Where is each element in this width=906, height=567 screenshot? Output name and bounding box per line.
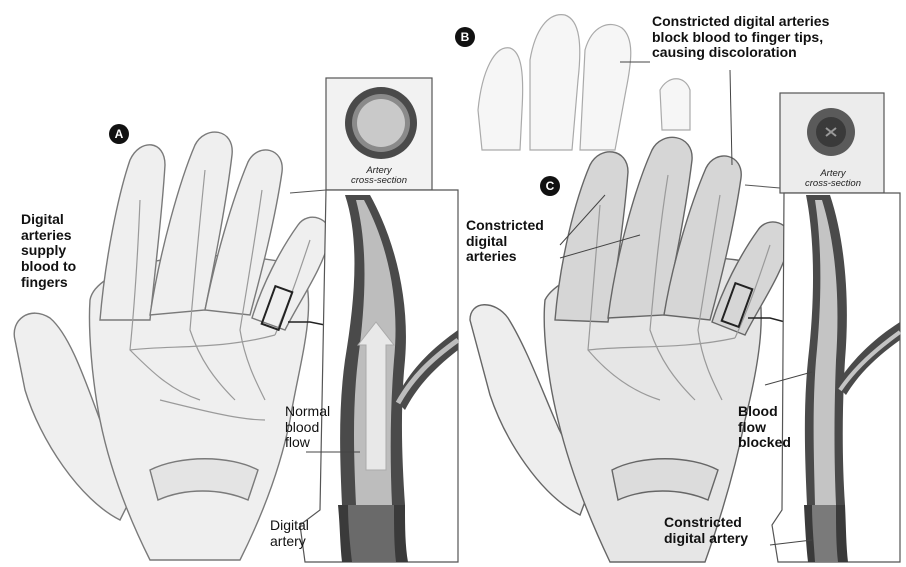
label-digital-arteries-supply: Digital arteries supply blood to fingers [21,212,76,290]
label-constricted-digital-arteries: Constricted digital arteries [466,218,544,265]
label-digital-artery: Digital artery [270,518,309,549]
label-constricted-digital-artery: Constricted digital artery [664,515,748,546]
label-blood-flow-blocked: Blood flow blocked [738,404,791,451]
label-normal-blood-flow: Normal blood flow [285,404,330,451]
label-constricted-block: Constricted digital arteries block blood… [652,14,829,61]
label-artery-cross-section-right: Artery cross-section [784,169,882,189]
badge-b: B [455,27,475,47]
right-hand [470,137,790,562]
badge-c: C [540,176,560,196]
badge-a: A [109,124,129,144]
left-hand [14,132,330,560]
label-artery-cross-section-left: Artery cross-section [330,166,428,186]
